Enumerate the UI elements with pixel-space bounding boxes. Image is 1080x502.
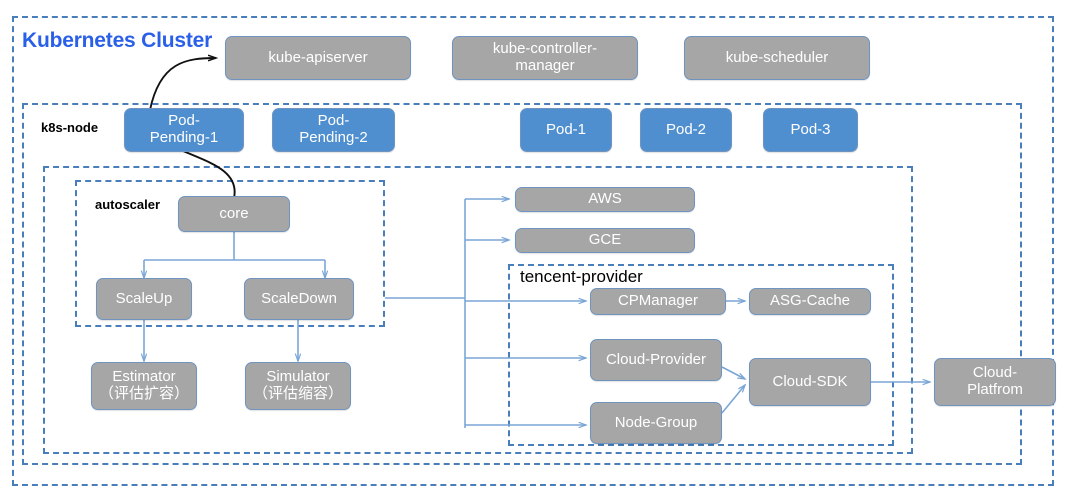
- group-label-k8s-node: k8s-node: [41, 120, 99, 135]
- group-label-tencent-provider: tencent-provider: [520, 267, 643, 286]
- page-title: Kubernetes Cluster: [22, 29, 213, 52]
- group-k8s-node: [22, 103, 1022, 465]
- node-pod-1[interactable]: Pod-1: [520, 108, 612, 152]
- node-cloud-platform[interactable]: Cloud- Platfrom: [934, 358, 1056, 406]
- node-node-group[interactable]: Node-Group: [590, 402, 722, 444]
- node-cloud-provider[interactable]: Cloud-Provider: [590, 339, 722, 381]
- node-gce[interactable]: GCE: [515, 228, 695, 253]
- group-label-autoscaler: autoscaler: [95, 197, 161, 212]
- node-core[interactable]: core: [178, 196, 290, 232]
- node-pod-2[interactable]: Pod-2: [640, 108, 732, 152]
- group-kubernetes-cluster: [12, 16, 1054, 486]
- group-autoscaler-outer: [43, 166, 913, 454]
- node-cpmanager[interactable]: CPManager: [590, 288, 726, 315]
- node-scaledown[interactable]: ScaleDown: [244, 278, 354, 320]
- node-simulator[interactable]: Simulator （评估缩容）: [245, 362, 351, 410]
- node-pod-pending-2[interactable]: Pod- Pending-2: [272, 108, 395, 152]
- group-tencent-provider: [508, 264, 894, 446]
- node-kube-apiserver[interactable]: kube-apiserver: [225, 36, 411, 80]
- node-scaleup[interactable]: ScaleUp: [96, 278, 192, 320]
- node-asg-cache[interactable]: ASG-Cache: [749, 288, 871, 315]
- node-aws[interactable]: AWS: [515, 187, 695, 212]
- node-cloud-sdk[interactable]: Cloud-SDK: [749, 358, 871, 406]
- node-kube-scheduler[interactable]: kube-scheduler: [684, 36, 870, 80]
- node-kube-controller-manager[interactable]: kube-controller- manager: [452, 36, 638, 80]
- node-pod-3[interactable]: Pod-3: [763, 108, 858, 152]
- node-pod-pending-1[interactable]: Pod- Pending-1: [124, 108, 244, 152]
- node-estimator[interactable]: Estimator （评估扩容）: [91, 362, 197, 410]
